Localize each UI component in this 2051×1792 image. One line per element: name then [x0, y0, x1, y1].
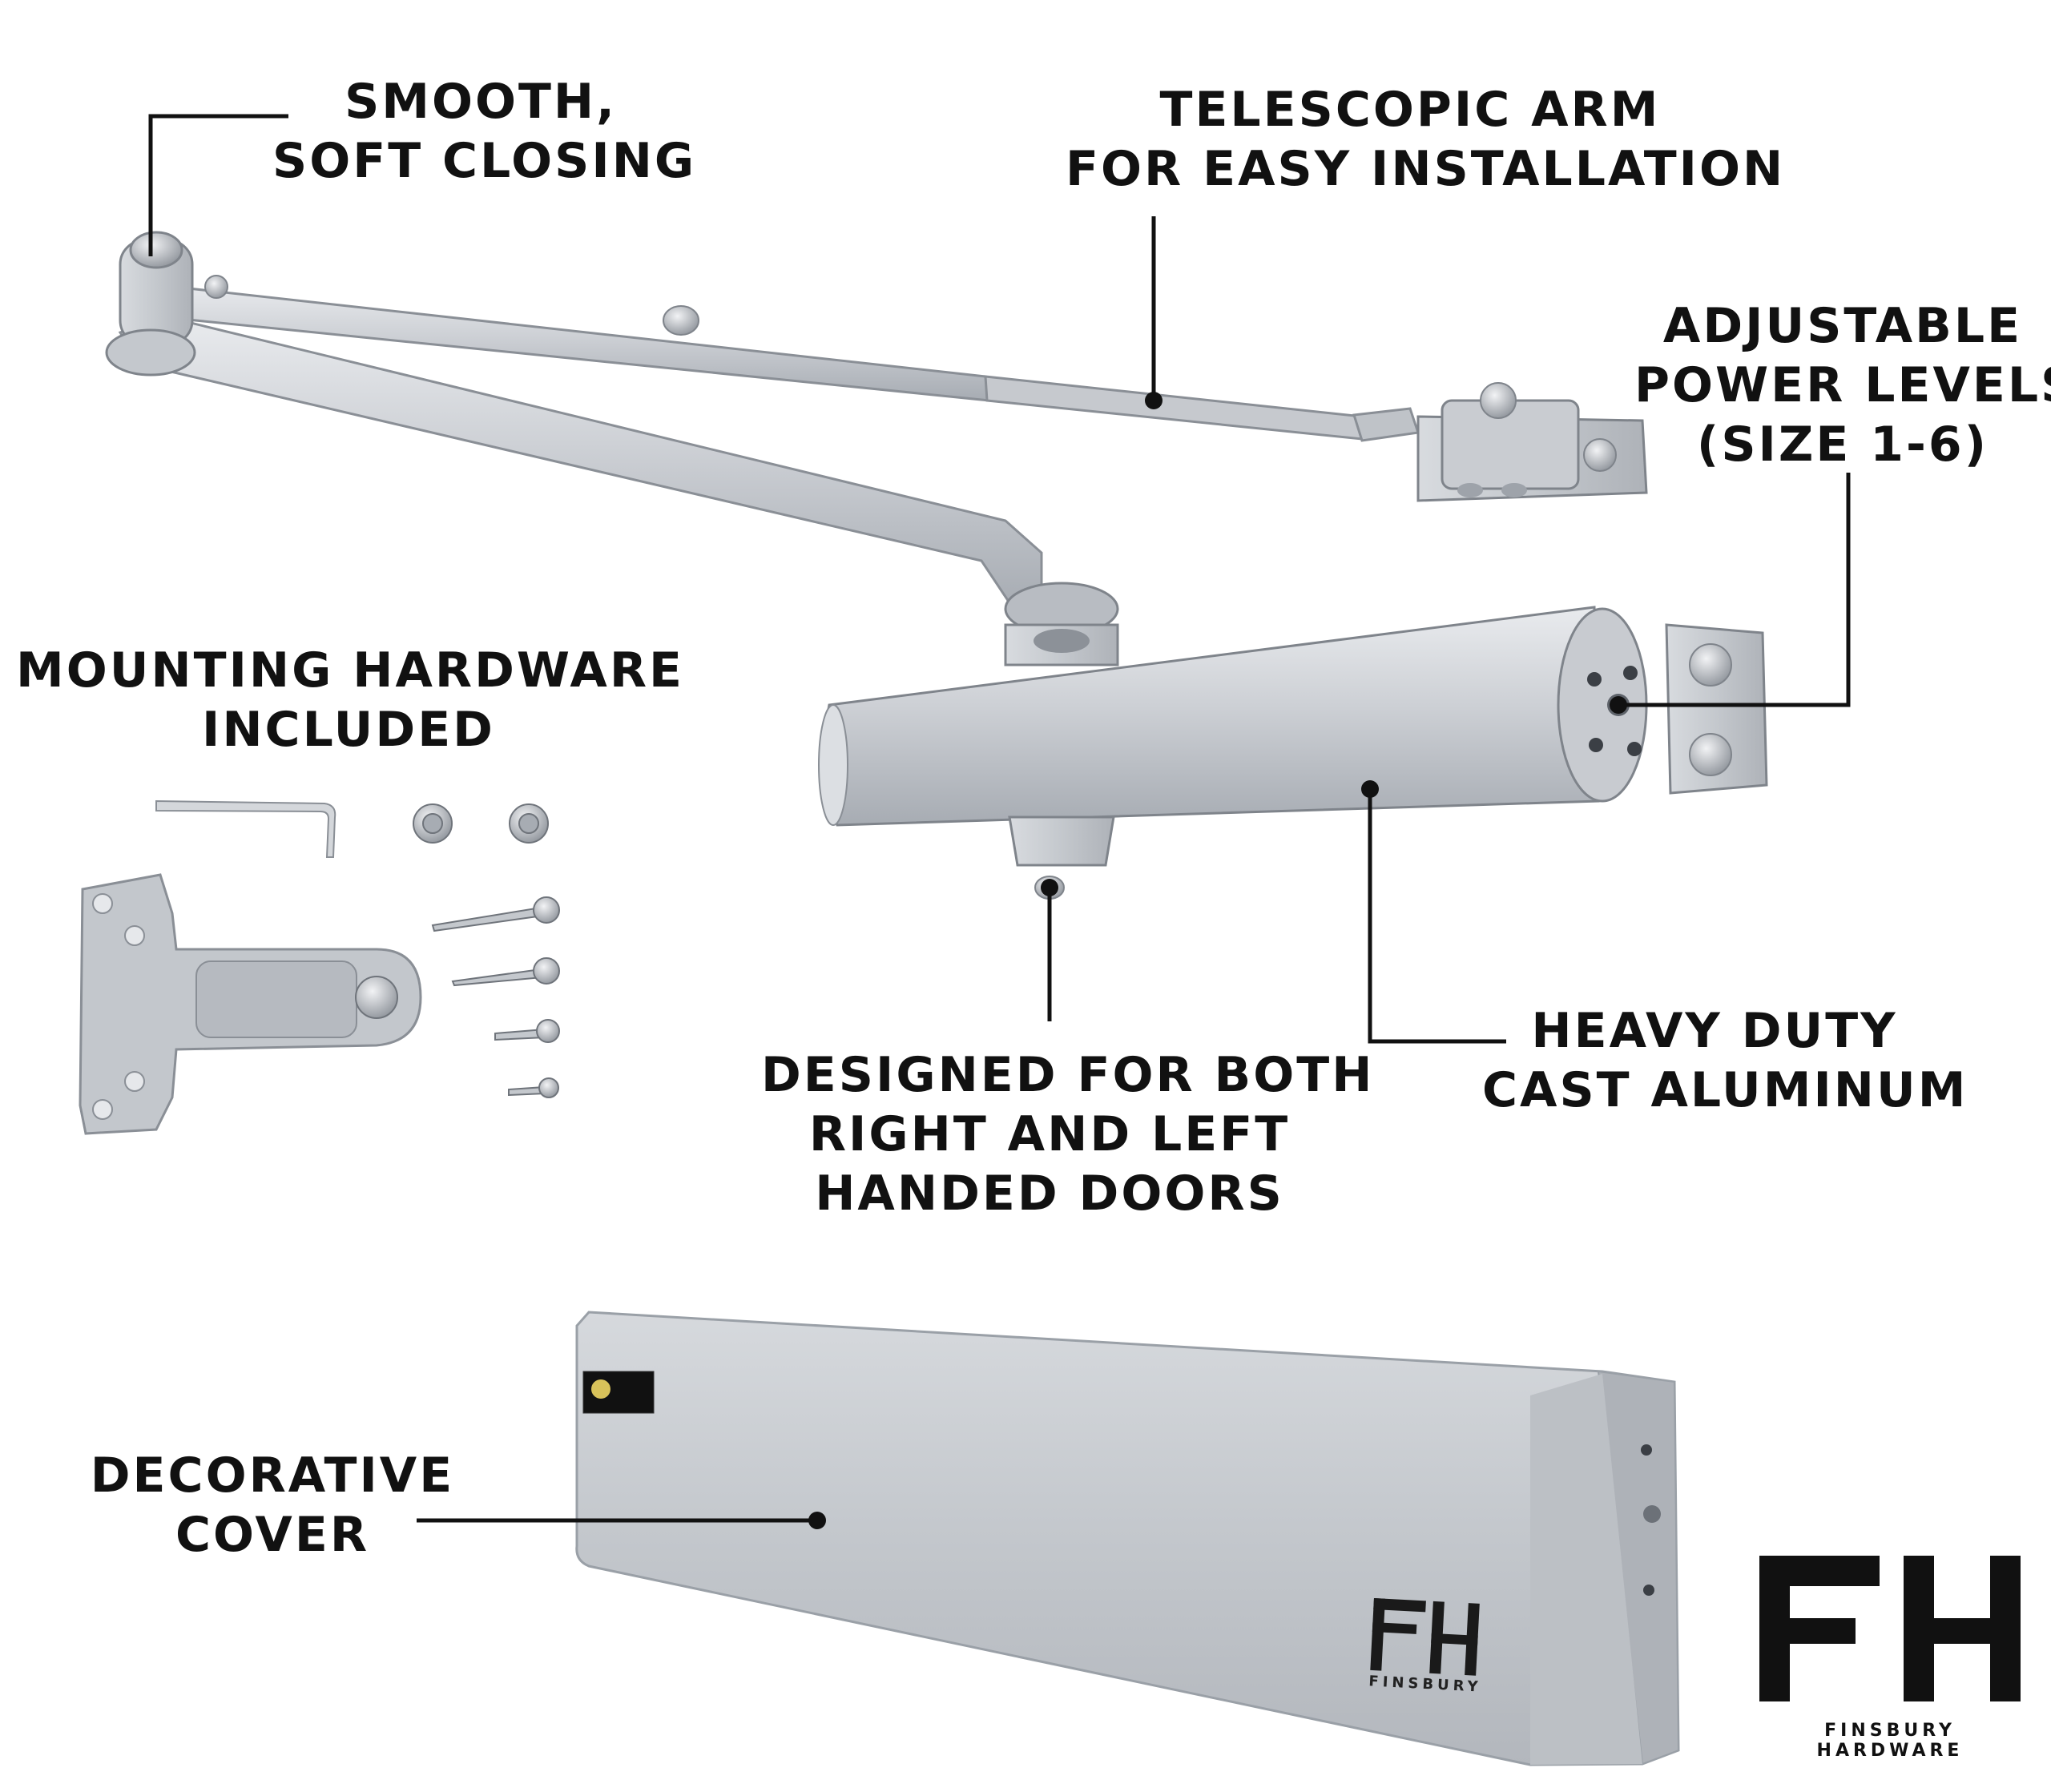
leader-heavy	[1368, 789, 1506, 1044]
leader-adjustable	[1618, 473, 1851, 707]
mounting-hardware	[79, 799, 560, 1135]
cover-fh-logo	[1370, 1598, 1480, 1676]
leader-dot-heavy	[1361, 780, 1379, 798]
telescopic-arm	[105, 231, 1648, 610]
leader-dot-decorative	[808, 1512, 826, 1529]
closer-body	[818, 582, 1768, 900]
brand-name: FINSBURY HARDWARE	[1816, 1721, 1964, 1761]
callout-smooth-closing: SMOOTH,SOFT CLOSING	[272, 74, 697, 189]
leader-dot-designed	[1041, 879, 1058, 896]
fh-logo	[1759, 1556, 2021, 1701]
callout-leaders	[148, 114, 1851, 1523]
leader-smooth	[148, 114, 288, 256]
leader-dot-adjustable	[1610, 696, 1627, 714]
decorative-cover	[575, 1311, 1680, 1766]
leader-dot-telescopic	[1145, 392, 1163, 409]
